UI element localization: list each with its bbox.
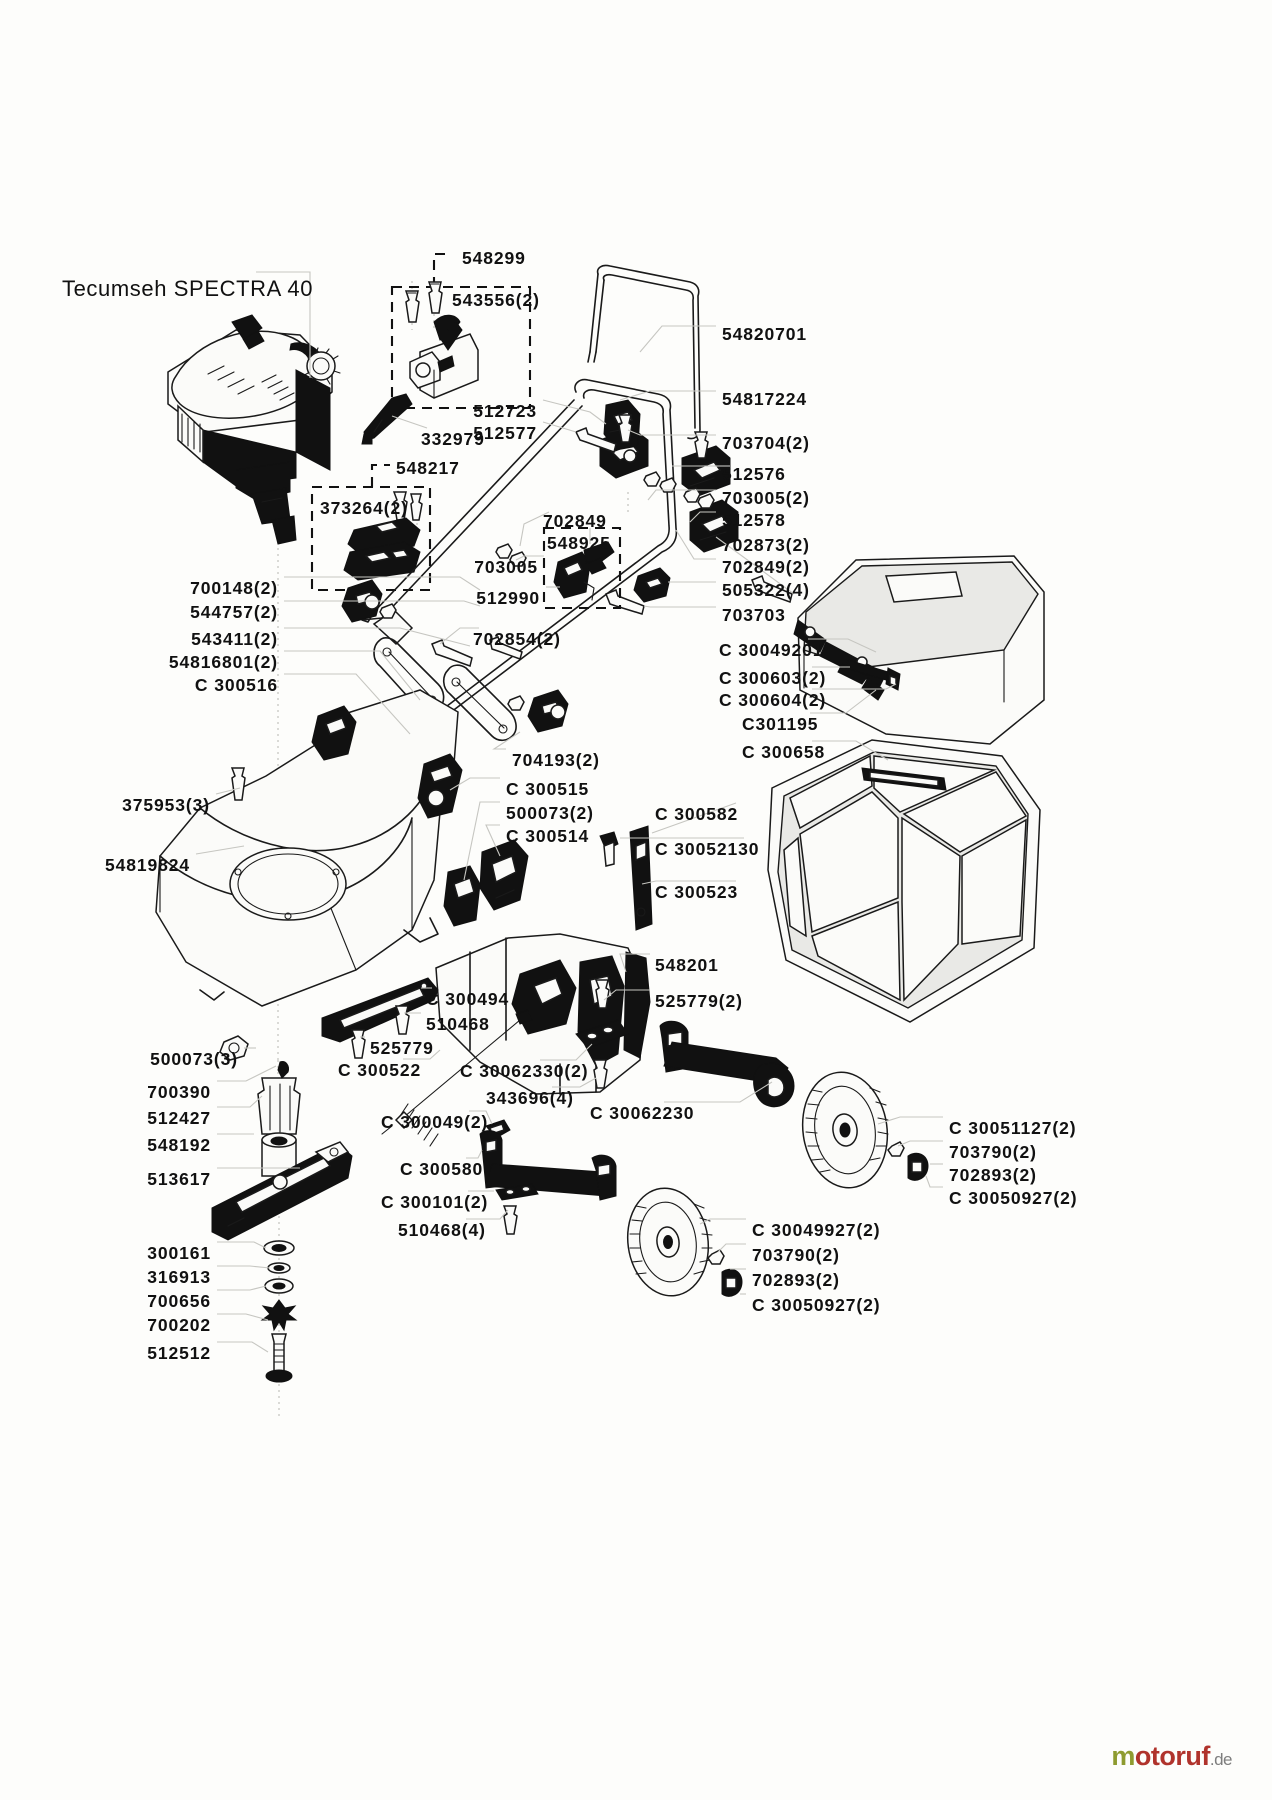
part-label-l-703790-2: 703790(2) bbox=[752, 1245, 840, 1265]
part-label-l-c30050927-2: C 30050927(2) bbox=[752, 1295, 881, 1315]
part-label-l-54819824: 54819824 bbox=[104, 855, 190, 875]
part-label-l-525779-2: 525779(2) bbox=[655, 991, 743, 1011]
grass-catcher bbox=[767, 555, 1045, 1023]
part-label-l-702873: 702873(2) bbox=[722, 535, 810, 555]
handle-bars bbox=[361, 264, 701, 742]
part-label-l-703005-2: 703005(2) bbox=[722, 488, 810, 508]
part-label-l-548201: 548201 bbox=[655, 955, 719, 975]
part-label-l-c30050927-1: C 30050927(2) bbox=[949, 1188, 1078, 1208]
part-label-l-c300494: C 300494 bbox=[426, 989, 510, 1009]
part-label-l-702893-2: 702893(2) bbox=[752, 1270, 840, 1290]
part-label-l-c30049201: C 30049201 bbox=[719, 640, 824, 660]
part-label-l-510468: 510468 bbox=[426, 1014, 490, 1034]
part-label-l-c30052130: C 30052130 bbox=[655, 839, 760, 859]
part-label-l-c300582: C 300582 bbox=[655, 804, 739, 824]
part-label-l-332979: 332979 bbox=[421, 429, 485, 449]
engine-assembly bbox=[167, 314, 341, 545]
part-label-l-c300523: C 300523 bbox=[655, 882, 739, 902]
part-label-l-512512: 512512 bbox=[147, 1343, 211, 1363]
mower-deck bbox=[155, 689, 463, 1061]
part-label-l-54817224: 54817224 bbox=[722, 389, 808, 409]
blade-stack bbox=[211, 1061, 353, 1383]
part-label-l-c30051127: C 30051127(2) bbox=[949, 1118, 1077, 1138]
part-label-l-543556: 543556(2) bbox=[452, 290, 540, 310]
part-label-l-c301195: C301195 bbox=[742, 714, 819, 734]
part-label-l-c300658: C 300658 bbox=[742, 742, 826, 762]
part-label-l-c300514: C 300514 bbox=[506, 826, 590, 846]
part-label-l-548299: 548299 bbox=[462, 248, 526, 268]
part-label-l-513617: 513617 bbox=[147, 1169, 211, 1189]
part-label-l-505322: 505322(4) bbox=[722, 580, 810, 600]
watermark-brand-rest: otoruf bbox=[1134, 1741, 1210, 1771]
part-label-l-512427: 512427 bbox=[147, 1108, 211, 1128]
part-label-l-c300603: C 300603(2) bbox=[719, 668, 827, 688]
part-label-l-700390: 700390 bbox=[147, 1082, 211, 1102]
part-label-l-54820701: 54820701 bbox=[722, 324, 808, 344]
part-label-l-500073-3: 500073(3) bbox=[150, 1049, 238, 1069]
part-label-l-c300516: C 300516 bbox=[194, 675, 278, 695]
part-label-l-548925: 548925 bbox=[547, 533, 611, 553]
part-label-l-703703: 703703 bbox=[722, 605, 786, 625]
group-box-548217 bbox=[310, 463, 432, 592]
site-watermark: motoruf.de bbox=[1111, 1741, 1232, 1772]
part-label-l-700148: 700148(2) bbox=[190, 578, 278, 598]
part-label-l-544757: 544757(2) bbox=[190, 602, 278, 622]
part-label-l-54816801: 54816801(2) bbox=[168, 652, 278, 672]
part-label-l-c300049: C 300049(2) bbox=[381, 1112, 489, 1132]
assembly-guide-lines bbox=[277, 278, 629, 1420]
part-label-l-512576: 512576 bbox=[722, 464, 786, 484]
group-box-548299 bbox=[390, 252, 532, 410]
part-label-l-704193: 704193(2) bbox=[512, 750, 600, 770]
watermark-brand-m: m bbox=[1111, 1741, 1135, 1771]
part-label-l-c300515: C 300515 bbox=[506, 779, 590, 799]
part-label-l-373264: 373264(2) bbox=[320, 498, 408, 518]
part-label-l-510468-4: 510468(4) bbox=[398, 1220, 486, 1240]
watermark-tld: .de bbox=[1209, 1750, 1233, 1769]
part-label-l-703005: 703005 bbox=[474, 557, 538, 577]
part-label-l-500073-2: 500073(2) bbox=[506, 803, 594, 823]
part-label-l-700656: 700656 bbox=[147, 1291, 211, 1311]
front-wheel bbox=[626, 1187, 743, 1297]
part-label-l-702893-1: 702893(2) bbox=[949, 1165, 1037, 1185]
part-label-l-548192: 548192 bbox=[147, 1135, 211, 1155]
part-label-l-343696: 343696(4) bbox=[486, 1088, 574, 1108]
part-label-l-703704: 703704(2) bbox=[722, 433, 810, 453]
part-label-l-512578: 512578 bbox=[722, 510, 786, 530]
part-label-l-512990: 512990 bbox=[476, 588, 540, 608]
part-label-l-543411: 543411(2) bbox=[191, 629, 278, 649]
catcher-hardware bbox=[845, 659, 901, 691]
rear-axle-wheel bbox=[659, 1020, 929, 1189]
part-label-l-548217: 548217 bbox=[396, 458, 460, 478]
part-label-l-525779: 525779 bbox=[370, 1038, 434, 1058]
part-label-l-c300522: C 300522 bbox=[338, 1060, 422, 1080]
part-label-l-375953: 375953(3) bbox=[122, 795, 210, 815]
part-label-l-702849-2: 702849(2) bbox=[722, 557, 810, 577]
part-label-l-703790-1: 703790(2) bbox=[949, 1142, 1037, 1162]
part-label-l-512723: 512723 bbox=[473, 401, 537, 421]
part-label-l-c30062230: C 30062230 bbox=[590, 1103, 695, 1123]
part-label-l-702854: 702854(2) bbox=[473, 629, 561, 649]
part-label-l-300161: 300161 bbox=[147, 1243, 211, 1263]
part-label-l-c30049927: C 30049927(2) bbox=[752, 1220, 881, 1240]
part-label-engine-title: Tecumseh SPECTRA 40 bbox=[62, 276, 314, 301]
part-label-l-700202: 700202 bbox=[147, 1315, 211, 1335]
part-label-l-512577: 512577 bbox=[473, 423, 537, 443]
part-label-l-316913: 316913 bbox=[147, 1267, 211, 1287]
part-label-l-c300101: C 300101(2) bbox=[381, 1192, 489, 1212]
discharge-chute bbox=[435, 839, 651, 1095]
part-label-l-c300580: C 300580 bbox=[400, 1159, 484, 1179]
part-label-l-c30062330: C 30062330(2) bbox=[460, 1061, 589, 1081]
part-label-l-702849: 702849 bbox=[543, 511, 607, 531]
part-label-l-c300604: C 300604(2) bbox=[719, 690, 827, 710]
